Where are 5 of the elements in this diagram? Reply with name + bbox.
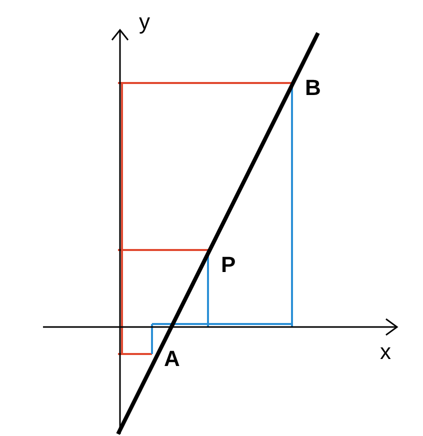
point-label: B xyxy=(305,77,321,99)
point-label: A xyxy=(164,348,180,370)
point-label: P xyxy=(221,254,236,276)
axis-label: x xyxy=(380,341,391,363)
axis-label: y xyxy=(139,11,150,33)
